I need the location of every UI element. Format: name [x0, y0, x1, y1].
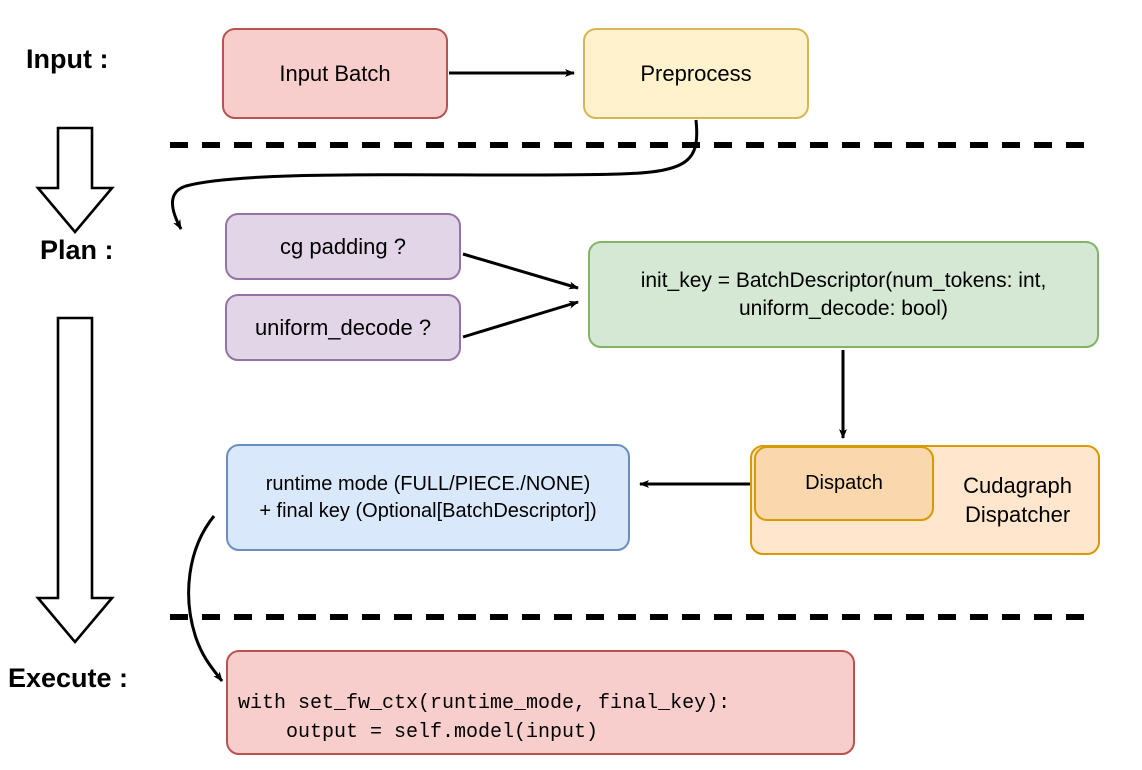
node-input-batch[interactable]: Input Batch — [222, 28, 448, 119]
node-code-block[interactable]: with set_fw_ctx(runtime_mode, final_key)… — [226, 650, 855, 755]
input-to-plan-block-arrow — [35, 126, 115, 235]
node-preprocess[interactable]: Preprocess — [583, 28, 809, 119]
edge-cg-padding-to-init-key — [462, 252, 579, 290]
stage-label-execute: Execute : — [8, 663, 129, 693]
edge-uniform-decode-to-init-key — [462, 300, 579, 339]
node-dispatch[interactable]: Dispatch — [754, 446, 934, 521]
node-runtime-mode[interactable]: runtime mode (FULL/PIECE./NONE) + final … — [226, 444, 630, 551]
node-init-key[interactable]: init_key = BatchDescriptor(num_tokens: i… — [588, 241, 1099, 348]
stage-label-plan: Plan : — [40, 235, 114, 265]
node-cg-padding[interactable]: cg padding ? — [225, 213, 461, 280]
node-uniform-decode[interactable]: uniform_decode ? — [225, 294, 461, 361]
plan-to-execute-block-arrow — [35, 316, 115, 645]
stage-label-input: Input : — [26, 44, 109, 74]
code-text: with set_fw_ctx(runtime_mode, final_key)… — [238, 692, 731, 745]
edge-runtime-mode-to-code — [187, 515, 224, 682]
